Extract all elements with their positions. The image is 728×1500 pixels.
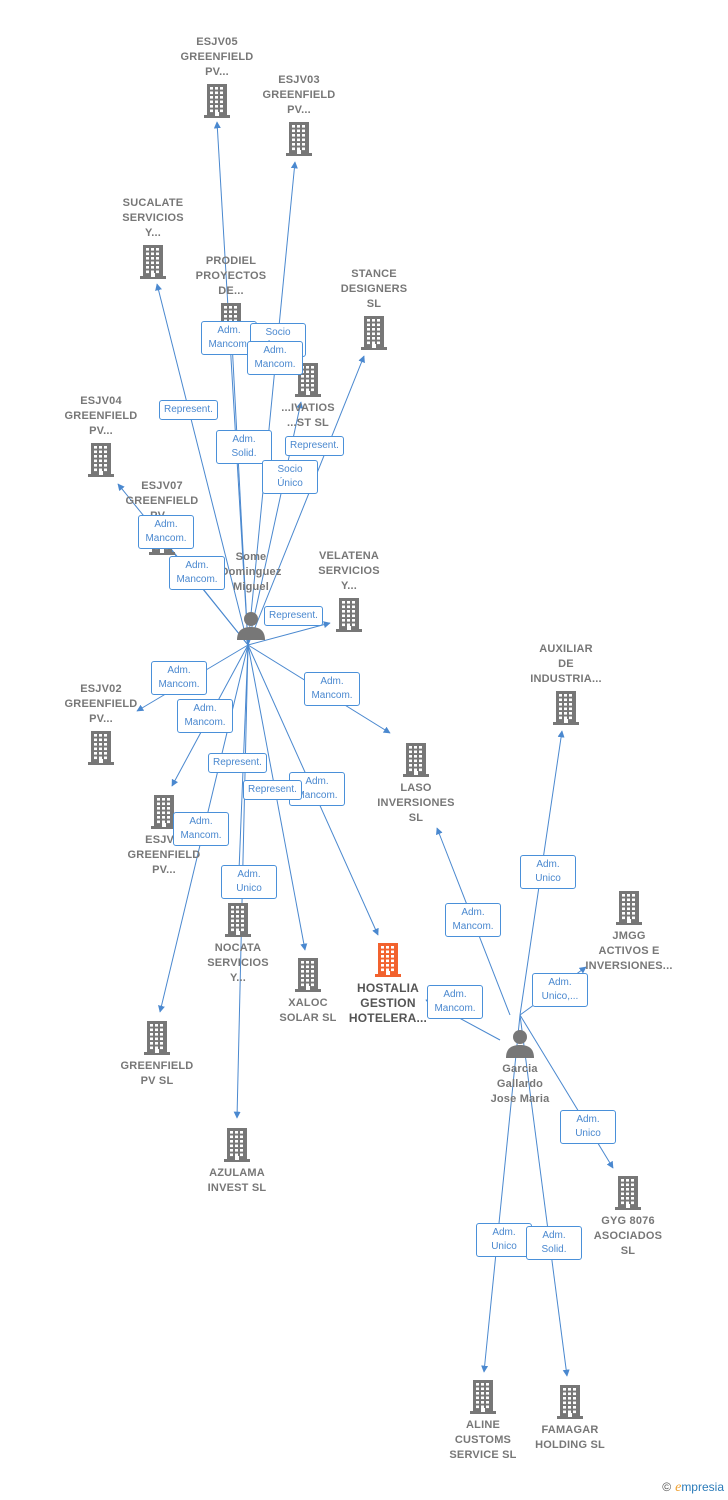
relation-label[interactable]: Adm. Mancom.: [445, 903, 501, 937]
building-icon: [151, 795, 177, 829]
edge-some-to-velatena: [247, 621, 331, 646]
building-icon: [470, 1380, 496, 1414]
company-node-esjv_mid[interactable]: ESJV... GREENFIELD PV...: [99, 795, 229, 878]
building-icon: [140, 245, 166, 279]
empresia-brand[interactable]: ©empresia: [662, 1480, 724, 1496]
node-label: NOCATA SERVICIOS Y...: [207, 942, 269, 984]
relation-label[interactable]: Adm. Unico: [221, 865, 277, 899]
company-node-esjv03[interactable]: ESJV03 GREENFIELD PV...: [234, 73, 364, 156]
relation-label[interactable]: Adm. Mancom.: [169, 556, 225, 590]
company-node-stance[interactable]: STANCE DESIGNERS SL: [309, 267, 439, 350]
company-node-greenfield[interactable]: GREENFIELD PV SL: [92, 1021, 222, 1089]
relation-label[interactable]: Adm. Mancom.: [427, 985, 483, 1019]
company-node-esjv02[interactable]: ESJV02 GREENFIELD PV...: [36, 682, 166, 765]
relation-label[interactable]: Adm. Unico: [560, 1110, 616, 1144]
edge-some-to-esjv05: [213, 121, 249, 646]
node-label: ALINE CUSTOMS SERVICE SL: [449, 1419, 517, 1461]
node-label: AZULAMA INVEST SL: [207, 1167, 267, 1194]
node-label: VELATENA SERVICIOS Y...: [318, 550, 380, 592]
node-label: GYG 8076 ASOCIADOS SL: [593, 1215, 663, 1257]
node-label: PRODIEL PROYECTOS DE...: [195, 255, 267, 297]
company-node-auxiliar[interactable]: AUXILIAR DE INDUSTRIA...: [501, 642, 631, 725]
relation-label[interactable]: Adm. Solid.: [526, 1226, 582, 1260]
node-label: Some Dominguez Miguel: [220, 551, 282, 593]
relation-label[interactable]: Represent.: [208, 753, 267, 773]
brand-name: mpresia: [681, 1480, 724, 1494]
company-node-velatena[interactable]: VELATENA SERVICIOS Y...: [284, 549, 414, 632]
relation-label[interactable]: Adm. Unico,...: [532, 973, 588, 1007]
building-icon: [88, 443, 114, 477]
building-icon: [375, 943, 401, 977]
node-label: JMGG ACTIVOS E INVERSIONES...: [585, 930, 673, 972]
relation-label[interactable]: Adm. Mancom.: [138, 515, 194, 549]
relation-label[interactable]: Adm. Mancom.: [151, 661, 207, 695]
edge-some-to-esjv03: [247, 161, 298, 646]
relation-label[interactable]: Socio Único: [262, 460, 318, 494]
node-label: ESJV... GREENFIELD PV...: [127, 834, 201, 876]
node-label: STANCE DESIGNERS SL: [340, 268, 408, 310]
building-icon: [553, 691, 579, 725]
relation-label[interactable]: Adm. Mancom.: [173, 812, 229, 846]
edge-garcia-to-famagar: [519, 1014, 570, 1377]
company-node-jmgg[interactable]: JMGG ACTIVOS E INVERSIONES...: [564, 891, 694, 974]
building-icon: [616, 891, 642, 925]
person-node-some[interactable]: Some Dominguez Miguel: [186, 550, 316, 640]
node-label: ESJV02 GREENFIELD PV...: [64, 683, 138, 725]
person-icon: [506, 1030, 534, 1058]
edge-some-to-stance: [247, 355, 365, 646]
company-node-esjv05[interactable]: ESJV05 GREENFIELD PV...: [152, 35, 282, 118]
building-icon: [286, 122, 312, 156]
company-node-nocata[interactable]: NOCATA SERVICIOS Y...: [173, 903, 303, 986]
person-icon: [237, 612, 265, 640]
node-label: AUXILIAR DE INDUSTRIA...: [530, 643, 602, 685]
relation-label[interactable]: Represent.: [285, 436, 344, 456]
company-node-xaloc[interactable]: XALOC SOLAR SL: [243, 958, 373, 1026]
building-icon: [225, 903, 251, 937]
node-label: ESJV03 GREENFIELD PV...: [262, 74, 336, 116]
building-icon: [336, 598, 362, 632]
copyright-symbol: ©: [662, 1480, 672, 1494]
node-label: Garcia Gallardo Jose Maria: [490, 1063, 550, 1105]
node-label: ESJV04 GREENFIELD PV...: [64, 395, 138, 437]
node-label: XALOC SOLAR SL: [279, 997, 337, 1024]
building-icon: [403, 743, 429, 777]
company-node-aline[interactable]: ALINE CUSTOMS SERVICE SL: [418, 1380, 548, 1463]
relation-label[interactable]: Represent.: [159, 400, 218, 420]
building-icon: [295, 958, 321, 992]
brand-initial: e: [675, 1480, 682, 1495]
node-label: HOSTALIA GESTION HOTELERA...: [348, 981, 428, 1025]
building-icon: [615, 1176, 641, 1210]
company-node-famagar[interactable]: FAMAGAR HOLDING SL: [505, 1385, 635, 1453]
person-node-garcia[interactable]: Garcia Gallardo Jose Maria: [455, 1028, 585, 1107]
company-node-hostalia[interactable]: HOSTALIA GESTION HOTELERA...: [323, 943, 453, 1026]
node-label: ...IVATIOS ...ST SL: [281, 402, 335, 429]
building-icon: [144, 1021, 170, 1055]
company-node-esjv04[interactable]: ESJV04 GREENFIELD PV...: [36, 394, 166, 477]
relation-label[interactable]: Adm. Unico: [520, 855, 576, 889]
company-node-sucalate[interactable]: SUCALATE SERVICIOS Y...: [88, 196, 218, 279]
node-label: GREENFIELD PV SL: [120, 1060, 194, 1087]
node-label: SUCALATE SERVICIOS Y...: [122, 197, 184, 239]
relation-label[interactable]: Adm. Mancom.: [247, 341, 303, 375]
company-node-gyg[interactable]: GYG 8076 ASOCIADOS SL: [563, 1176, 693, 1259]
building-icon: [557, 1385, 583, 1419]
company-node-azulama[interactable]: AZULAMA INVEST SL: [172, 1128, 302, 1196]
relation-label[interactable]: Adm. Mancom.: [304, 672, 360, 706]
building-icon: [224, 1128, 250, 1162]
company-node-laso[interactable]: LASO INVERSIONES SL: [351, 743, 481, 826]
building-icon: [204, 84, 230, 118]
node-label: FAMAGAR HOLDING SL: [535, 1424, 605, 1451]
building-icon: [88, 731, 114, 765]
relation-label[interactable]: Adm. Mancom.: [177, 699, 233, 733]
relation-label[interactable]: Adm. Solid.: [216, 430, 272, 464]
relation-label[interactable]: Represent.: [243, 780, 302, 800]
building-icon: [361, 316, 387, 350]
edge-garcia-to-aline: [481, 1014, 521, 1373]
node-label: LASO INVERSIONES SL: [377, 782, 455, 824]
relation-label[interactable]: Adm. Unico: [476, 1223, 532, 1257]
relation-label[interactable]: Represent.: [264, 606, 323, 626]
edge-some-to-sucalate: [155, 283, 249, 646]
edge-some-to-prodiel: [228, 341, 249, 646]
node-label: ESJV05 GREENFIELD PV...: [180, 36, 254, 78]
